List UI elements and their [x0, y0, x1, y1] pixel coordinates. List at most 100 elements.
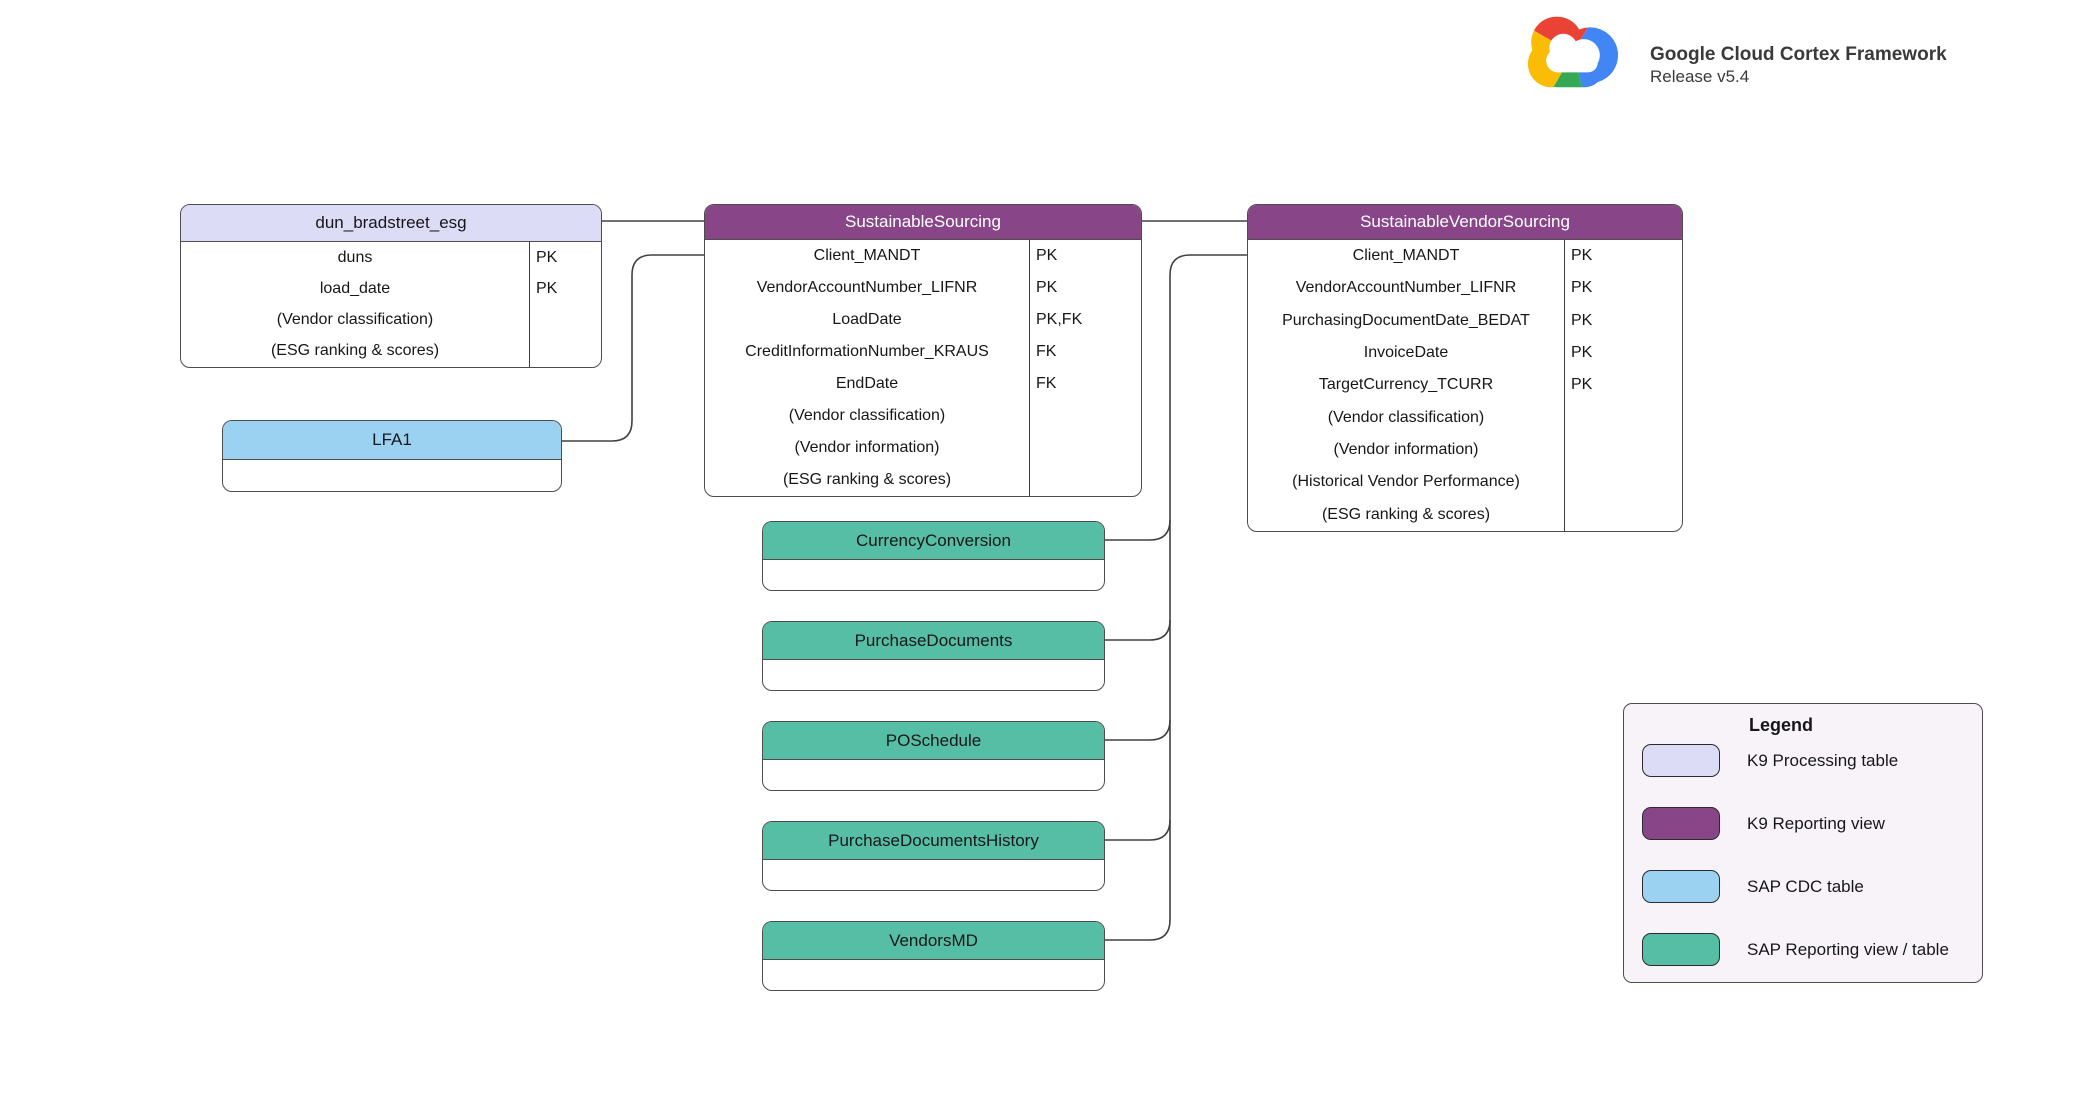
field-name: (Vendor classification) — [788, 407, 946, 424]
key-flag — [1029, 464, 1141, 496]
field-name: Client_MANDT — [813, 247, 921, 264]
table-row: LoadDate PK,FK — [705, 304, 1141, 336]
key-flag: PK — [1564, 272, 1682, 305]
legend-title: Legend — [1749, 715, 1814, 735]
table-body — [763, 860, 1104, 890]
table-row: (Vendor information) — [1248, 433, 1682, 467]
table-row: duns PK — [181, 242, 601, 274]
table-row: Client_MANDT PK — [705, 240, 1141, 272]
table-row: (Vendor classification) — [705, 400, 1141, 432]
field-name: VendorAccountNumber_LIFNR — [1295, 279, 1517, 297]
legend-item: SAP CDC table — [1624, 870, 1982, 904]
table-body — [763, 560, 1104, 590]
branding-subtitle: Release v5.4 — [1650, 66, 1750, 86]
key-flag: PK — [1564, 336, 1682, 370]
field-name: (ESG ranking & scores) — [782, 471, 952, 488]
branding: Google Cloud Cortex Framework Release v5… — [1518, 8, 1947, 96]
legend-label: SAP Reporting view / table — [1747, 939, 1949, 959]
field-name: (Historical Vendor Performance) — [1292, 473, 1520, 491]
key-flag — [1029, 400, 1141, 432]
field-name: (Vendor classification) — [1327, 408, 1485, 426]
table-title: SustainableSourcing — [845, 212, 1001, 231]
key-flag: PK — [1564, 240, 1682, 273]
field-name: PurchasingDocumentDate_BEDAT — [1282, 311, 1530, 329]
table-header: SustainableSourcing — [705, 205, 1141, 240]
table-sustainablesourcing: SustainableSourcing Client_MANDT PK Vendor… — [704, 204, 1142, 497]
key-flag — [529, 335, 601, 367]
legend-label: K9 Reporting view — [1747, 813, 1885, 833]
legend-swatch-sap_reporting — [1642, 933, 1720, 966]
table-body — [763, 960, 1104, 990]
table-title: SustainableVendorSourcing — [1360, 212, 1570, 231]
key-flag — [1564, 433, 1682, 467]
field-name: (Vendor information) — [1333, 441, 1479, 459]
table-header: SustainableVendorSourcing — [1248, 205, 1682, 240]
field-name: duns — [337, 248, 373, 266]
table-title: PurchaseDocuments — [854, 630, 1013, 650]
legend-item: K9 Processing table — [1624, 744, 1982, 778]
legend: Legend K9 Processing table K9 Reporting v… — [1623, 703, 1983, 983]
key-flag: PK,FK — [1029, 304, 1141, 336]
connector-purchasedocuments-branch — [1105, 619, 1171, 641]
key-flag: FK — [1029, 368, 1141, 400]
table-body — [763, 660, 1104, 690]
key-flag — [529, 304, 601, 336]
table-header: VendorsMD — [763, 922, 1104, 960]
table-row: load_date PK — [181, 273, 601, 305]
table-row: (ESG ranking & scores) — [181, 335, 601, 367]
legend-swatch-k9_reporting — [1642, 807, 1720, 840]
table-row: (Vendor classification) — [1248, 401, 1682, 434]
branding-title: Google Cloud Cortex Framework — [1650, 43, 1947, 65]
connector-poschedule-branch — [1105, 719, 1171, 741]
connector-currencyconversion-branch — [1105, 519, 1171, 541]
field-name: LoadDate — [832, 311, 902, 328]
table-row: TargetCurrency_TCURR PK — [1248, 369, 1682, 402]
table-row: (Historical Vendor Performance) — [1248, 466, 1682, 499]
field-name: (ESG ranking & scores) — [270, 342, 440, 360]
table-title: VendorsMD — [889, 930, 978, 950]
connector-purchasedocumentshistory-branch — [1105, 819, 1171, 841]
table-title: POSchedule — [885, 730, 982, 750]
legend-swatch-sap_cdc — [1642, 870, 1720, 903]
table-currencyconversion: CurrencyConversion — [762, 521, 1105, 591]
table-row: (Vendor classification) — [181, 304, 601, 336]
key-flag: PK — [1029, 240, 1141, 272]
table-header: PurchaseDocumentsHistory — [763, 822, 1104, 860]
field-name: CreditInformationNumber_KRAUS — [745, 343, 989, 360]
table-vendorsmd: VendorsMD — [762, 921, 1105, 991]
table-body — [763, 760, 1104, 790]
table-header: dun_bradstreet_esg — [181, 205, 601, 242]
table-lfa1: LFA1 — [222, 420, 562, 492]
table-body: Client_MANDT PK VendorAccountNumber_LIFNR P… — [705, 240, 1141, 496]
field-name: (ESG ranking & scores) — [1321, 505, 1491, 523]
google-cloud-logo-icon — [1527, 16, 1619, 88]
table-row: (ESG ranking & scores) — [1248, 498, 1682, 531]
table-title: PurchaseDocumentsHistory — [828, 830, 1039, 850]
field-name: TargetCurrency_TCURR — [1318, 376, 1494, 394]
key-flag: PK — [529, 242, 601, 274]
legend-item: K9 Reporting view — [1624, 807, 1982, 841]
field-name: VendorAccountNumber_LIFNR — [756, 279, 978, 296]
key-flag: PK — [1564, 369, 1682, 402]
table-poschedule: POSchedule — [762, 721, 1105, 791]
legend-label: SAP CDC table — [1747, 876, 1864, 896]
table-header: LFA1 — [223, 421, 561, 460]
key-flag — [1029, 432, 1141, 464]
legend-label: K9 Processing table — [1747, 750, 1899, 770]
table-header: CurrencyConversion — [763, 522, 1104, 560]
table-title: CurrencyConversion — [856, 530, 1011, 550]
table-header: POSchedule — [763, 722, 1104, 760]
key-flag — [1564, 498, 1682, 531]
field-name: InvoiceDate — [1363, 344, 1449, 362]
legend-item: SAP Reporting view / table — [1624, 933, 1982, 967]
key-flag: PK — [529, 273, 601, 305]
field-name: load_date — [319, 279, 391, 297]
table-purchasedocuments: PurchaseDocuments — [762, 621, 1105, 691]
